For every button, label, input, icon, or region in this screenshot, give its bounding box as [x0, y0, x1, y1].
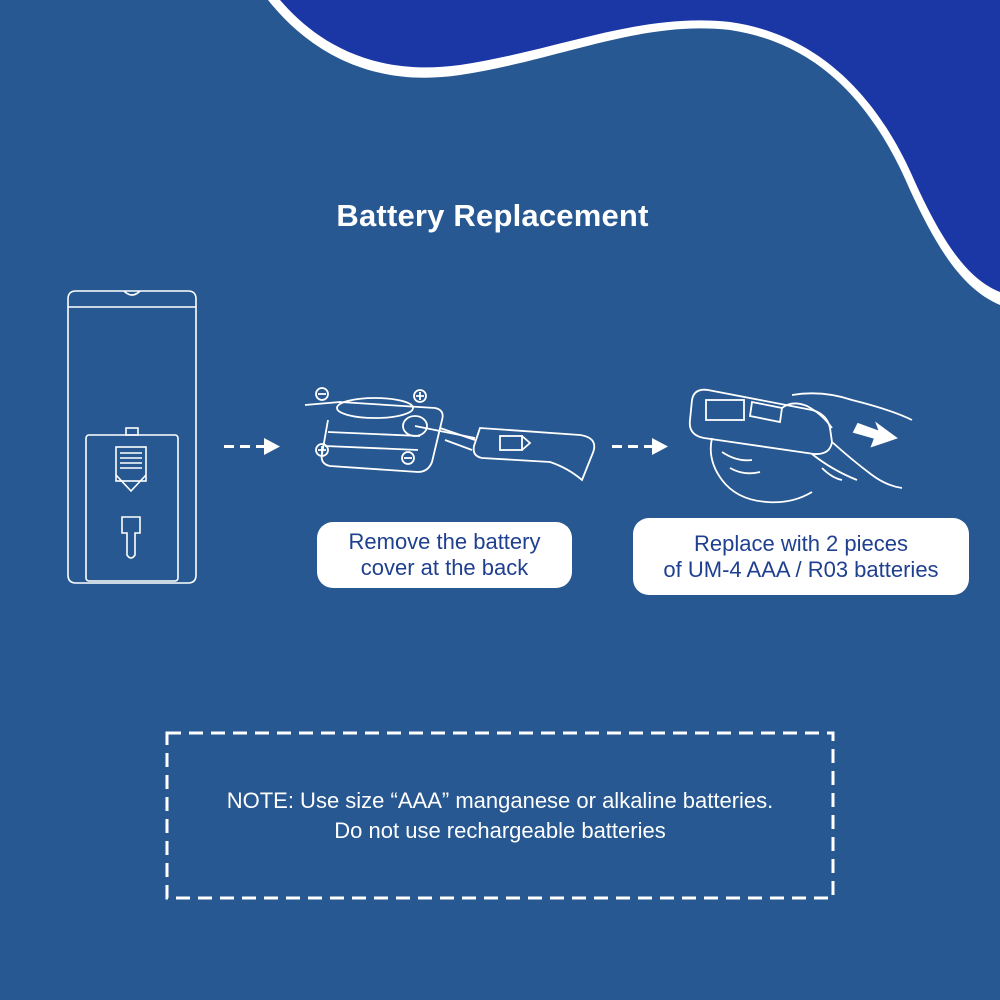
- note-box: NOTE: Use size “AAA” manganese or alkali…: [167, 733, 833, 898]
- step-2-caption-line: cover at the back: [360, 555, 529, 580]
- note-box-border: [165, 731, 835, 900]
- arrow-right-icon: [224, 438, 280, 455]
- step-3-caption-line: Replace with 2 pieces: [693, 530, 908, 556]
- hand-insert-batteries-icon: [688, 388, 913, 504]
- note-line: NOTE: Use size “AAA” manganese or alkali…: [226, 787, 774, 813]
- remote-back-icon: [67, 290, 197, 584]
- step-2-caption: Remove the battery cover at the back: [317, 522, 572, 588]
- note-line: Do not use rechargeable batteries: [334, 817, 666, 843]
- step-3-caption-line: of UM-4 AAA / R03 batteries: [663, 556, 939, 582]
- page-title: Battery Replacement: [336, 198, 649, 233]
- battery-cover-removal-icon: [304, 387, 596, 482]
- arrow-right-icon: [612, 438, 668, 455]
- step-2-caption-line: Remove the battery: [348, 529, 541, 554]
- step-3-caption: Replace with 2 pieces of UM-4 AAA / R03 …: [633, 518, 969, 595]
